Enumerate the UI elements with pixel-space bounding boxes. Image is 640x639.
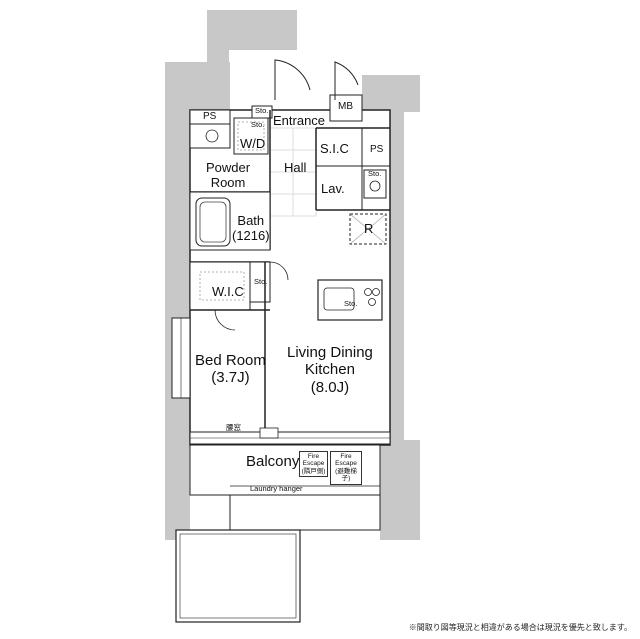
fire-escape-2-line1: Fire	[340, 453, 352, 460]
fire-escape-1-line3: (隣戸側)	[301, 467, 326, 475]
sto-wd-label: Sto.	[251, 120, 265, 129]
washer-inner	[237, 121, 265, 151]
sto-lav-label: Sto.	[368, 169, 382, 178]
laundry-hanger-label: Laundry hanger	[250, 484, 303, 493]
lav-sink	[363, 169, 387, 199]
kitchen-sink	[323, 287, 355, 311]
floor-window-label: 腰窓	[226, 423, 241, 432]
wd-label: W/D	[240, 136, 266, 151]
fire-escape-2: Fire Escape (避難梯子)	[330, 451, 362, 485]
entrance-door-right	[334, 61, 359, 100]
kitchen-sto-label: Sto.	[344, 299, 358, 308]
stove-burner	[372, 288, 380, 296]
fridge-label: R	[364, 221, 374, 236]
balcony-label: Balcony	[246, 453, 300, 470]
powder-sink-bowl	[205, 129, 219, 143]
window-mullion	[259, 427, 279, 439]
sto-wic-label: Sto.	[254, 277, 268, 286]
fridge-diag	[349, 213, 387, 245]
kitchen-counter	[317, 279, 383, 321]
lav-label: Lav.	[321, 181, 345, 196]
wic-rail	[199, 271, 245, 301]
wic-door	[269, 261, 289, 281]
fire-escape-1-line2: Escape	[302, 460, 325, 468]
entrance-door-left	[274, 59, 311, 100]
ps-right-label: PS	[370, 144, 384, 155]
bedroom-door	[214, 309, 236, 331]
washer-box	[233, 117, 269, 155]
left-wall-lower	[165, 440, 190, 540]
stove-burner	[364, 288, 372, 296]
bathtub-inner	[199, 201, 227, 243]
fire-escape-2-line2: Escape	[335, 460, 357, 468]
right-column	[362, 75, 420, 440]
entrance-label: Entrance	[273, 113, 326, 128]
ldk-label: Living Dining Kitchen (8.0J)	[287, 344, 373, 396]
left-wall-mass	[165, 62, 230, 540]
terrace-outline	[175, 529, 301, 623]
fire-escape-1-line1: Fire	[307, 453, 320, 460]
hall-label: Hall	[284, 160, 307, 175]
lav-sink-bowl	[369, 180, 381, 192]
powder-sink	[189, 123, 231, 149]
disclaimer-note: ※間取り図等現況と相違がある場合は現況を優先と致します。	[408, 623, 632, 632]
sto-top-label: Sto.	[255, 106, 269, 115]
mb-label: MB	[338, 101, 353, 112]
sic-label: S.I.C	[320, 141, 349, 156]
powder-room-label: Powder Room	[206, 160, 251, 190]
ps-top-label: PS	[203, 111, 217, 122]
bedroom-label: Bed Room (3.7J)	[195, 352, 266, 387]
mb-box	[329, 94, 363, 122]
right-wall-lower	[380, 440, 420, 540]
balcony-edge	[229, 494, 381, 531]
stove-burner	[368, 298, 376, 306]
terrace-inner	[179, 533, 297, 619]
bathtub	[195, 197, 231, 247]
bath-label: Bath (1216)	[232, 213, 270, 243]
corridor-top	[207, 10, 297, 50]
wic-label: W.I.C	[212, 284, 244, 299]
fire-escape-1: Fire Escape (隣戸側)	[299, 451, 328, 478]
fire-escape-2-line3: (避難梯子)	[335, 467, 357, 483]
